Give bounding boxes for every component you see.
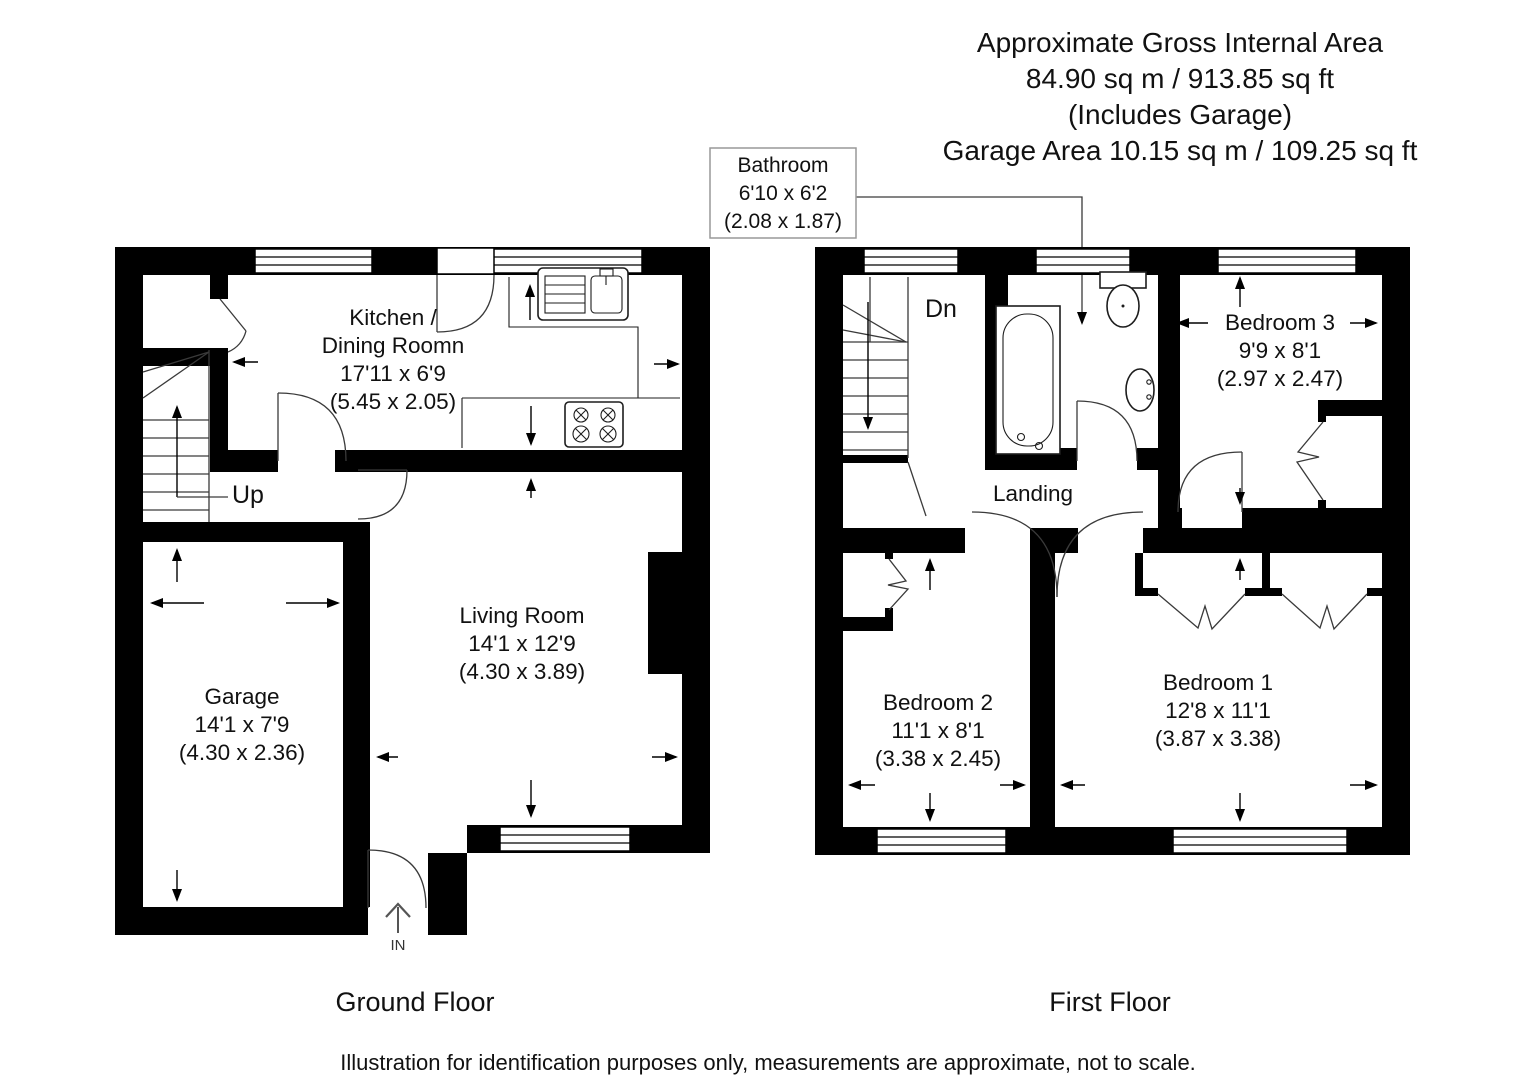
door-arc (1177, 451, 1243, 513)
ground-floor-dimension-arrows (150, 284, 680, 902)
garage-label: Garage (204, 684, 279, 709)
wardrobe-doors (838, 400, 1382, 631)
first-floor-dimension-arrows (848, 276, 1378, 822)
header-line1: Approximate Gross Internal Area (977, 27, 1384, 58)
basin-icon (1125, 368, 1155, 412)
door-arc (367, 849, 427, 909)
door-arc (971, 511, 1058, 598)
callout-leader-line (855, 196, 1087, 325)
bedroom2-dims-imperial: 11'1 x 8'1 (891, 718, 984, 743)
callout-box (709, 147, 857, 239)
ground-floor-windows (254, 247, 643, 852)
bedroom2-wardrobe (838, 553, 910, 631)
door-arc (1076, 400, 1138, 462)
staircase-down (842, 277, 927, 517)
bedroom3-label: Bedroom 3 (1225, 310, 1335, 335)
window (1217, 248, 1357, 274)
window (254, 248, 373, 274)
kitchen-label-line2: Dining Roomn (322, 333, 465, 358)
bedroom3-wardrobe (1295, 400, 1382, 522)
door-arc (277, 392, 347, 462)
door-arc (1056, 511, 1144, 598)
chimney-breast (648, 552, 688, 674)
toilet-icon (1099, 271, 1147, 328)
callout-imperial: 6'10 x 6'2 (739, 182, 828, 205)
kitchen-dims-metric: (5.45 x 2.05) (330, 389, 456, 414)
header-area: Approximate Gross Internal Area 84.90 sq… (943, 27, 1418, 166)
window (876, 828, 1007, 854)
door-leaf (907, 461, 927, 517)
bedroom1-wardrobes (1135, 553, 1382, 631)
garage-dims-metric: (4.30 x 2.36) (179, 740, 305, 765)
bedroom3-dims-imperial: 9'9 x 8'1 (1239, 338, 1321, 363)
bedroom1-label: Bedroom 1 (1163, 670, 1273, 695)
window (863, 248, 959, 274)
in-label: IN (391, 937, 406, 954)
kitchen-sink-icon (537, 267, 629, 321)
living-room-label: Living Room (459, 603, 584, 628)
callout-metric: (2.08 x 1.87) (724, 210, 842, 233)
living-room-dims-imperial: 14'1 x 12'9 (468, 631, 575, 656)
living-room-dims-metric: (4.30 x 3.89) (459, 659, 585, 684)
first-floor-windows (863, 248, 1357, 854)
landing-label: Landing (993, 481, 1073, 506)
first-floor-plan: Dn Landing Bedroom 3 9'9 x 8'1 (2.97 x 2… (815, 247, 1410, 855)
bedroom2-label: Bedroom 2 (883, 690, 993, 715)
entry-arrow-icon (385, 902, 411, 933)
bedroom3-dims-metric: (2.97 x 2.47) (1217, 366, 1343, 391)
bedroom1-dims-metric: (3.87 x 3.38) (1155, 726, 1281, 751)
bedroom1-dims-imperial: 12'8 x 11'1 (1165, 698, 1271, 723)
garage-dims-imperial: 14'1 x 7'9 (195, 712, 290, 737)
bath-icon (995, 305, 1061, 455)
up-label: Up (232, 481, 264, 509)
disclaimer-text: Illustration for identification purposes… (340, 1050, 1196, 1075)
door-arc (436, 274, 495, 333)
window (1172, 828, 1348, 854)
dn-label: Dn (925, 295, 957, 323)
ground-floor-plan: Kitchen / Dining Roomn 17'11 x 6'9 (5.45… (115, 247, 710, 954)
window (1035, 248, 1131, 274)
kitchen-fixtures (461, 267, 680, 448)
staircase-up (142, 350, 228, 522)
callout-room: Bathroom (737, 154, 828, 177)
kitchen-dims-imperial: 17'11 x 6'9 (340, 361, 446, 386)
door-arc (357, 469, 408, 520)
ground-floor-doors (219, 274, 495, 909)
bathroom-fixtures (995, 271, 1155, 455)
header-line3: (Includes Garage) (1068, 99, 1292, 130)
bathroom-callout: Bathroom 6'10 x 6'2 (2.08 x 1.87) (709, 147, 1087, 325)
first-floor-labels: Dn Landing Bedroom 3 9'9 x 8'1 (2.97 x 2… (875, 295, 1343, 771)
footer-area: Ground Floor First Floor Illustration fo… (335, 987, 1195, 1075)
kitchen-counter (461, 277, 680, 448)
kitchen-label-line1: Kitchen / (349, 305, 437, 330)
back-door-opening (436, 247, 495, 275)
hob-icon (564, 401, 624, 448)
ground-floor-walls (115, 247, 710, 935)
window (499, 826, 631, 852)
header-line2: 84.90 sq m / 913.85 sq ft (1026, 63, 1334, 94)
header-line4: Garage Area 10.15 sq m / 109.25 sq ft (943, 135, 1418, 166)
ground-floor-caption: Ground Floor (335, 987, 494, 1017)
first-floor-caption: First Floor (1049, 987, 1171, 1017)
door-leaf (219, 298, 247, 332)
ground-floor-labels: Kitchen / Dining Roomn 17'11 x 6'9 (5.45… (179, 305, 585, 954)
door-arc (227, 330, 247, 353)
bedroom2-dims-metric: (3.38 x 2.45) (875, 746, 1001, 771)
